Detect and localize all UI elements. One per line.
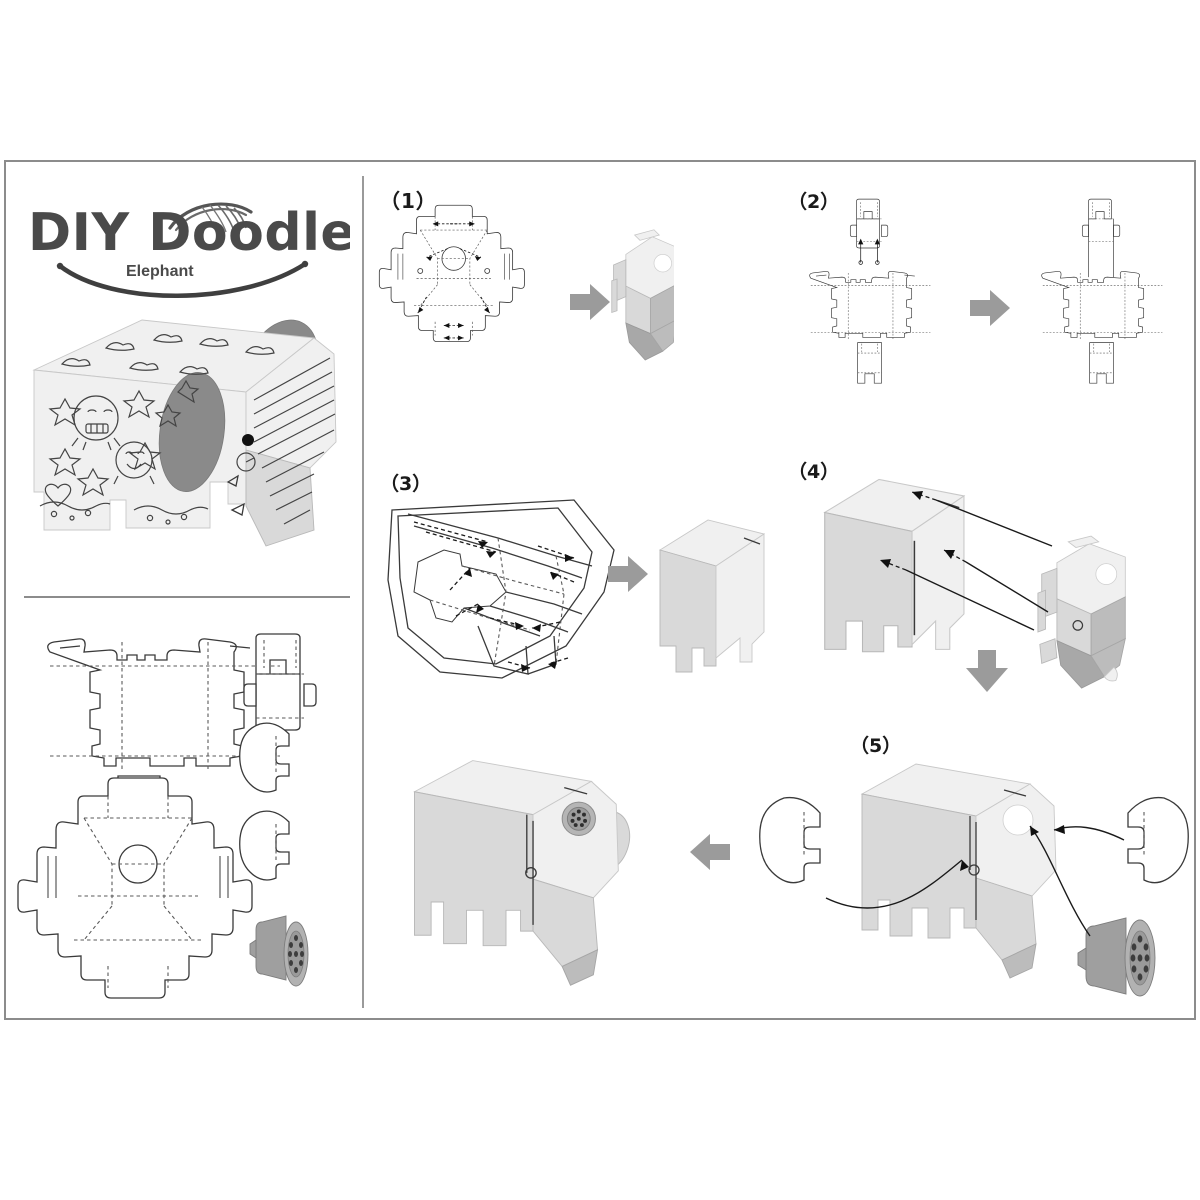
step-1-right-arrow-icon <box>570 284 610 320</box>
ear-front <box>158 372 226 492</box>
body-3d-step4 <box>823 478 966 653</box>
wave-border-doodle <box>39 501 209 525</box>
step-2-right-arrow-icon <box>970 290 1010 326</box>
step-3: （3） <box>374 462 774 692</box>
part-ear-1 <box>239 722 290 793</box>
body-net <box>809 271 931 341</box>
step-3-label: （3） <box>380 472 431 495</box>
step-finished <box>384 722 754 1002</box>
speaker-installed <box>561 801 596 836</box>
step-2-label: （2） <box>788 190 839 213</box>
flower-doodle <box>48 379 200 497</box>
speaker-holes <box>288 935 304 973</box>
elephant-with-head <box>860 763 1057 979</box>
body-net-perspective <box>387 499 615 679</box>
ear-left-cutout <box>759 796 821 884</box>
step-4-label: （4） <box>788 460 839 483</box>
vertical-divider <box>362 176 364 1008</box>
head-eye-hole-step4 <box>1095 563 1118 585</box>
head-net-flat <box>378 204 525 343</box>
brand-logo: DIY Doodle Elephant <box>20 188 350 300</box>
step-3-right-arrow-icon <box>608 556 648 592</box>
ear-left-arrow <box>825 859 969 909</box>
head-eye-hole-3d <box>653 254 672 273</box>
part-speaker-module <box>249 915 309 987</box>
speaker-hole <box>1002 804 1034 836</box>
body-net-joined <box>1041 198 1163 384</box>
head-3d-step4 <box>1037 535 1126 689</box>
smile-curve-icon <box>56 260 309 298</box>
tail-net <box>849 198 889 249</box>
eye-dot <box>242 434 254 446</box>
step-2: （2） <box>784 182 1194 432</box>
character-doodle-2 <box>113 441 155 485</box>
step-5: （5） <box>754 722 1194 1012</box>
tail-strip <box>857 342 882 384</box>
brand-title: DIY Doodle <box>28 203 350 263</box>
brand-subtitle: Elephant <box>126 263 194 280</box>
left-panel: DIY Doodle Elephant <box>6 162 362 1022</box>
character-doodle <box>71 395 121 451</box>
sheet-frame: DIY Doodle Elephant <box>4 160 1196 1020</box>
ear-right-arrow <box>1053 825 1125 841</box>
cloud-doodle <box>60 334 275 375</box>
part-ear-2 <box>239 810 290 881</box>
finish-left-arrow-icon <box>690 834 730 870</box>
horizontal-divider <box>24 596 350 598</box>
step-4: （4） <box>784 452 1194 732</box>
step-5-label: （5） <box>850 734 901 757</box>
product-photo <box>14 292 359 577</box>
speaker-insert-arrow <box>1029 825 1091 937</box>
head-3d <box>611 229 674 361</box>
speaker-module-step5 <box>1077 917 1156 997</box>
step-4-down-arrow-icon <box>966 650 1008 692</box>
part-head-net <box>17 777 253 999</box>
ear-right-cutout <box>1127 796 1189 884</box>
stripe-doodle <box>253 357 336 525</box>
parts-list <box>12 606 360 1010</box>
finished-elephant <box>413 760 631 986</box>
attach-arrows <box>858 238 880 265</box>
body-net-with-tail-separate <box>809 198 931 384</box>
feather-swoosh-icon <box>168 202 253 235</box>
alignment-arrows <box>879 491 1053 631</box>
eye-mark <box>236 452 256 472</box>
fold-arrows-3 <box>413 521 575 669</box>
heart-doodle <box>44 483 72 507</box>
body-3d <box>658 519 766 673</box>
part-tail-net <box>243 633 317 731</box>
step-1-label: （1） <box>380 189 437 213</box>
steps-panel: （1） <box>364 162 1198 1022</box>
step-1: （1） <box>374 182 674 452</box>
